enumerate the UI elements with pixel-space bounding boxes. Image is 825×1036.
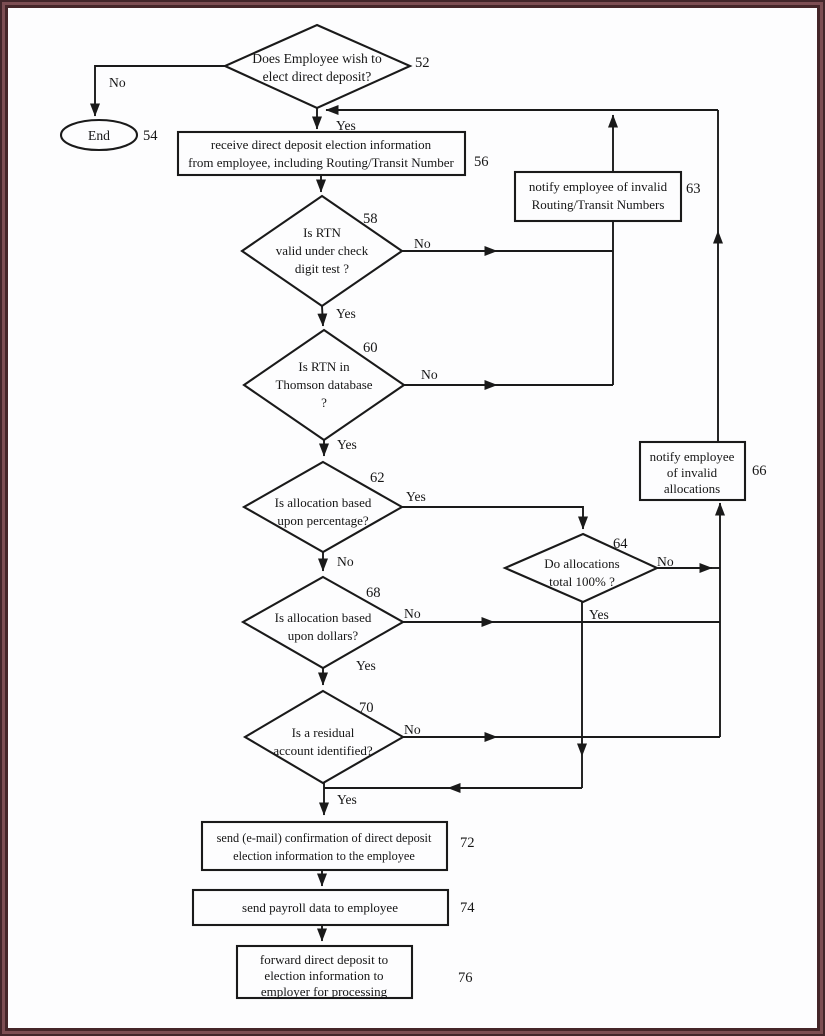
process-72-text-line2: election information to the employee — [233, 849, 415, 863]
node-texts: Does Employee wish to elect direct depos… — [88, 51, 735, 999]
label-no-60: No — [421, 367, 438, 382]
process-56-text-line2: from employee, including Routing/Transit… — [188, 155, 454, 170]
decision-52-text-line1: Does Employee wish to — [252, 51, 382, 66]
ref-72: 72 — [460, 835, 475, 851]
decision-70-text-line1: Is a residual — [292, 725, 355, 740]
process-66-text-line1: notify employee — [650, 449, 735, 464]
label-yes-52: Yes — [336, 118, 356, 133]
ref-62: 62 — [370, 470, 385, 486]
ref-52: 52 — [415, 55, 430, 71]
label-yes-62: Yes — [406, 489, 426, 504]
process-76-text-line3: employer for processing — [261, 984, 388, 999]
ref-56: 56 — [474, 154, 489, 170]
process-72-text-line1: send (e-mail) confirmation of direct dep… — [217, 831, 432, 845]
decision-62-text-line2: upon percentage? — [277, 513, 369, 528]
label-yes-70: Yes — [337, 792, 357, 807]
process-56-shape — [176, 130, 467, 177]
ref-60: 60 — [363, 340, 378, 356]
decision-58-shape — [240, 194, 404, 308]
ref-54: 54 — [143, 128, 158, 144]
decision-60-text-line3: ? — [321, 395, 327, 410]
process-74-text: send payroll data to employee — [242, 900, 398, 915]
decision-62-text-line1: Is allocation based — [275, 495, 372, 510]
decision-60-shape — [242, 328, 406, 442]
decision-58-text-line1: Is RTN — [303, 225, 341, 240]
process-63-shape — [513, 170, 683, 223]
process-74-shape — [191, 888, 450, 927]
terminator-end-shape — [59, 118, 139, 152]
edge-62-yes-to-64 — [402, 506, 588, 530]
process-66-shape — [638, 440, 747, 502]
decision-60-text-line1: Is RTN in — [298, 359, 350, 374]
decision-52-text-line2: elect direct deposit? — [263, 69, 372, 84]
decision-64-shape — [502, 532, 660, 604]
decision-58-text-line3: digit test ? — [295, 261, 349, 276]
label-no-70: No — [404, 722, 421, 737]
decision-68-text-line2: upon dollars? — [288, 628, 359, 643]
edge-58-yes-to-60 — [317, 305, 328, 327]
flow-edges — [90, 65, 725, 942]
ref-76: 76 — [458, 970, 473, 986]
process-76-text-line2: election information to — [264, 968, 383, 983]
label-yes-58: Yes — [336, 306, 356, 321]
decision-70-text-line2: account identified? — [273, 743, 372, 758]
ref-64: 64 — [613, 536, 628, 552]
process-66-text-line3: allocations — [664, 481, 720, 496]
ref-68: 68 — [366, 585, 381, 601]
reference-numerals: 52 54 56 63 58 60 62 64 66 68 70 72 74 7… — [143, 55, 767, 986]
label-yes-64: Yes — [589, 607, 609, 622]
process-76-shape — [235, 944, 414, 1000]
label-yes-60: Yes — [337, 437, 357, 452]
ref-70: 70 — [359, 700, 374, 716]
edge-52-no-to-end — [90, 65, 225, 117]
label-yes-68: Yes — [356, 658, 376, 673]
process-76-text-line1: forward direct deposit to — [260, 952, 388, 967]
decision-64-text-line1: Do allocations — [544, 556, 619, 571]
decision-62-shape — [241, 460, 405, 554]
label-no-62: No — [337, 554, 354, 569]
process-72-shape — [200, 820, 449, 872]
decision-52-shape — [222, 23, 413, 110]
decision-68-text-line1: Is allocation based — [275, 610, 372, 625]
decision-64-text-line2: total 100% ? — [549, 574, 615, 589]
label-no-68: No — [404, 606, 421, 621]
edge-labels: No Yes No Yes No Yes Yes No No Yes No Ye… — [109, 75, 674, 807]
decision-70-shape — [242, 689, 406, 785]
label-no-64: No — [657, 554, 674, 569]
label-no-58: No — [414, 236, 431, 251]
process-56-text-line1: receive direct deposit election informat… — [211, 137, 432, 152]
flow-nodes — [59, 23, 747, 1000]
terminator-end-text: End — [88, 128, 110, 143]
ref-58: 58 — [363, 211, 378, 227]
ref-66: 66 — [752, 463, 767, 479]
process-63-text-line2: Routing/Transit Numbers — [532, 197, 665, 212]
ref-74: 74 — [460, 900, 475, 916]
decision-60-text-line2: Thomson database — [275, 377, 372, 392]
label-no-52: No — [109, 75, 126, 90]
process-63-text-line1: notify employee of invalid — [529, 179, 668, 194]
decision-58-text-line2: valid under check — [276, 243, 369, 258]
process-66-text-line2: of invalid — [667, 465, 718, 480]
ref-63: 63 — [686, 181, 701, 197]
decision-68-shape — [240, 575, 406, 670]
